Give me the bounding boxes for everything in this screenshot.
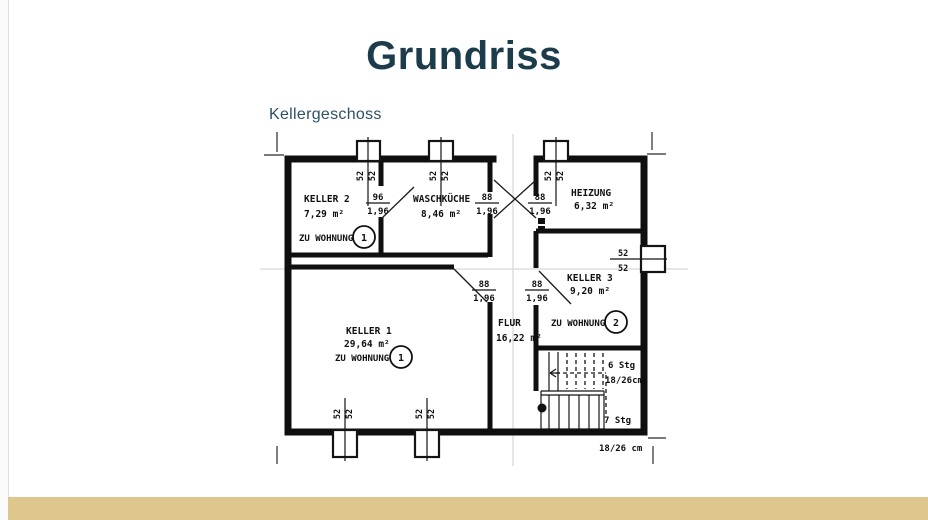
room-destination: ZU WOHNUNG bbox=[551, 319, 605, 329]
door-dim-88-mid-left: 88 1,96 bbox=[472, 280, 496, 304]
stair-lower-count: 7 Stg bbox=[604, 416, 631, 426]
page-edge-line bbox=[8, 0, 9, 520]
stair-upper-count: 6 Stg bbox=[608, 361, 635, 371]
door-dim-88-top-right: 88 1,96 bbox=[528, 193, 552, 217]
door-dim-96: 96 1,96 bbox=[366, 193, 390, 217]
room-waschkueche-label: WASCHKÜCHE 8,46 m² bbox=[413, 194, 470, 220]
room-area: 9,20 m² bbox=[570, 286, 610, 297]
unit-number: 2 bbox=[613, 318, 619, 329]
room-destination: ZU WOHNUNG bbox=[299, 234, 353, 244]
room-name: HEIZUNG bbox=[571, 188, 611, 199]
room-name: KELLER 1 bbox=[346, 326, 392, 337]
door-frame-mark bbox=[538, 226, 545, 232]
door-swings bbox=[380, 179, 572, 305]
svg-text:1,96: 1,96 bbox=[367, 207, 389, 217]
svg-text:52: 52 bbox=[429, 171, 439, 181]
accent-bar bbox=[8, 497, 928, 520]
stair-upper-dim: 18/26cm bbox=[605, 376, 644, 386]
outer-walls bbox=[284, 155, 648, 436]
unit-number-circle bbox=[389, 345, 413, 369]
room-name: WASCHKÜCHE bbox=[413, 194, 470, 205]
room-name: FLUR bbox=[498, 318, 521, 329]
window-dims: 52 52 52 52 52 52 52 52 52 52 52 52 bbox=[333, 171, 628, 419]
door-dim-88-top-left: 88 1,96 bbox=[475, 193, 499, 217]
svg-text:52: 52 bbox=[415, 409, 425, 419]
svg-text:52: 52 bbox=[427, 409, 437, 419]
stair-labels: 6 Stg 18/26cm 7 Stg 18/26 cm bbox=[599, 361, 644, 454]
room-name: KELLER 3 bbox=[567, 273, 613, 284]
svg-text:1,96: 1,96 bbox=[473, 294, 495, 304]
svg-text:52: 52 bbox=[618, 264, 628, 274]
door-frame-mark bbox=[538, 218, 545, 224]
unit-number-circle bbox=[352, 225, 376, 249]
unit-number: 1 bbox=[361, 233, 367, 244]
room-destination: ZU WOHNUNG bbox=[335, 354, 389, 364]
svg-text:52: 52 bbox=[356, 171, 366, 181]
interior-walls bbox=[288, 159, 644, 432]
svg-text:88: 88 bbox=[482, 193, 493, 203]
room-area: 6,32 m² bbox=[574, 201, 614, 212]
svg-text:1,96: 1,96 bbox=[529, 207, 551, 217]
page-edge-strip bbox=[0, 0, 8, 520]
svg-text:52: 52 bbox=[618, 249, 628, 259]
svg-text:96: 96 bbox=[373, 193, 384, 203]
room-keller1-label: KELLER 1 29,64 m² ZU WOHNUNG 1 bbox=[335, 326, 413, 369]
room-name: KELLER 2 bbox=[304, 194, 350, 205]
svg-text:1,96: 1,96 bbox=[526, 294, 548, 304]
room-area: 16,22 m² bbox=[496, 333, 542, 344]
unit-number: 1 bbox=[398, 353, 404, 364]
svg-text:88: 88 bbox=[535, 193, 546, 203]
window-wells bbox=[331, 137, 667, 461]
stair-note: 18/26 cm bbox=[599, 444, 643, 454]
svg-text:1,96: 1,96 bbox=[476, 207, 498, 217]
room-area: 8,46 m² bbox=[421, 209, 461, 220]
stair-direction-arrow bbox=[549, 368, 560, 378]
unit-number-circle bbox=[604, 310, 628, 334]
room-keller2-label: KELLER 2 7,29 m² ZU WOHNUNG 1 bbox=[299, 194, 376, 249]
svg-text:88: 88 bbox=[479, 280, 490, 290]
dimension-ticks bbox=[264, 132, 666, 464]
svg-text:52: 52 bbox=[556, 171, 566, 181]
slide-subtitle: Kellergeschoss bbox=[269, 106, 382, 123]
svg-text:52: 52 bbox=[368, 171, 378, 181]
svg-text:52: 52 bbox=[345, 409, 355, 419]
svg-text:52: 52 bbox=[441, 171, 451, 181]
staircase bbox=[537, 352, 607, 430]
room-keller3-label: KELLER 3 9,20 m² ZU WOHNUNG 2 bbox=[551, 273, 628, 334]
room-area: 7,29 m² bbox=[304, 209, 344, 220]
room-heizung-label: HEIZUNG 6,32 m² bbox=[571, 188, 614, 212]
stair-newel-dot bbox=[537, 403, 547, 413]
stair-walk-line bbox=[556, 372, 607, 415]
svg-text:88: 88 bbox=[532, 280, 543, 290]
slide-title: Grundriss bbox=[366, 34, 562, 78]
svg-text:52: 52 bbox=[333, 409, 343, 419]
room-flur-label: FLUR 16,22 m² bbox=[496, 318, 542, 344]
door-dim-88-mid-right: 88 1,96 bbox=[525, 280, 549, 304]
room-area: 29,64 m² bbox=[344, 339, 390, 350]
svg-text:52: 52 bbox=[544, 171, 554, 181]
